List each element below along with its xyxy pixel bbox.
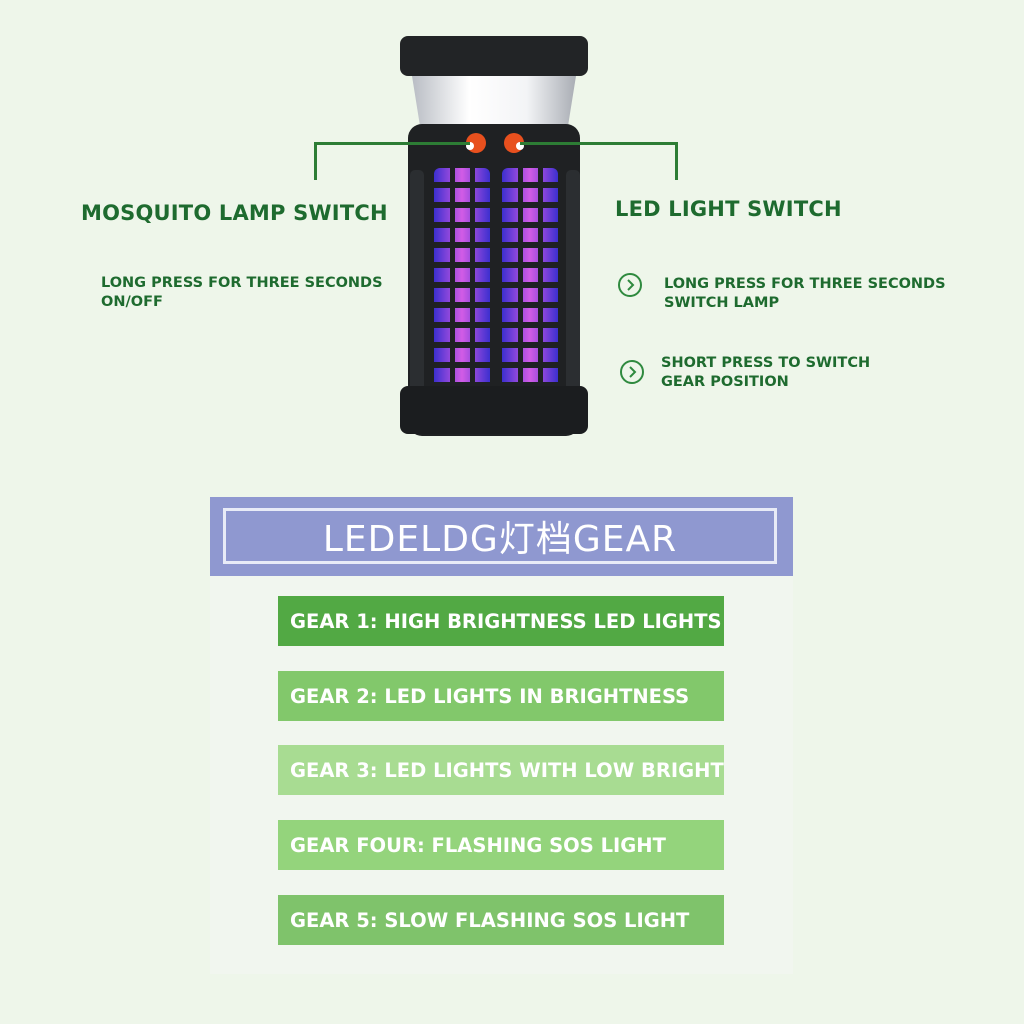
short-press-description: SHORT PRESS TO SWITCH GEAR POSITION <box>661 354 870 392</box>
mosquito-lamp-switch-heading: MOSQUITO LAMP SWITCH <box>81 201 388 225</box>
gear-5-row: GEAR 5: SLOW FLASHING SOS LIGHT <box>278 895 724 945</box>
right-leader-vertical <box>675 142 678 180</box>
led-light-switch-heading: LED LIGHT SWITCH <box>615 197 842 221</box>
gear-panel <box>210 497 793 974</box>
description-line: SHORT PRESS TO SWITCH <box>661 355 871 371</box>
mosquito-lamp-image <box>400 36 588 436</box>
gear-1-row: GEAR 1: HIGH BRIGHTNESS LED LIGHTS <box>278 596 724 646</box>
gear-2-row: GEAR 2: LED LIGHTS IN BRIGHTNESS <box>278 671 724 721</box>
description-line: SWITCH LAMP <box>664 295 780 311</box>
right-leader-horizontal <box>520 142 678 145</box>
mosquito-lamp-switch-description: LONG PRESS FOR THREE SECONDS ON/OFF <box>101 274 383 312</box>
description-line: LONG PRESS FOR THREE SECONDS <box>664 276 946 292</box>
chevron-right-circle-icon <box>618 273 642 297</box>
description-line: GEAR POSITION <box>661 374 789 390</box>
gear-3-row: GEAR 3: LED LIGHTS WITH LOW BRIGHTNESS <box>278 745 724 795</box>
chevron-right-circle-icon <box>620 360 644 384</box>
left-leader-horizontal <box>314 142 470 145</box>
gear-panel-title: LEDELDG灯档GEAR <box>223 508 777 564</box>
long-press-description: LONG PRESS FOR THREE SECONDS SWITCH LAMP <box>664 275 946 313</box>
description-line: ON/OFF <box>101 294 163 310</box>
gear-4-row: GEAR FOUR: FLASHING SOS LIGHT <box>278 820 724 870</box>
description-line: LONG PRESS FOR THREE SECONDS <box>101 275 383 291</box>
left-leader-vertical <box>314 142 317 180</box>
